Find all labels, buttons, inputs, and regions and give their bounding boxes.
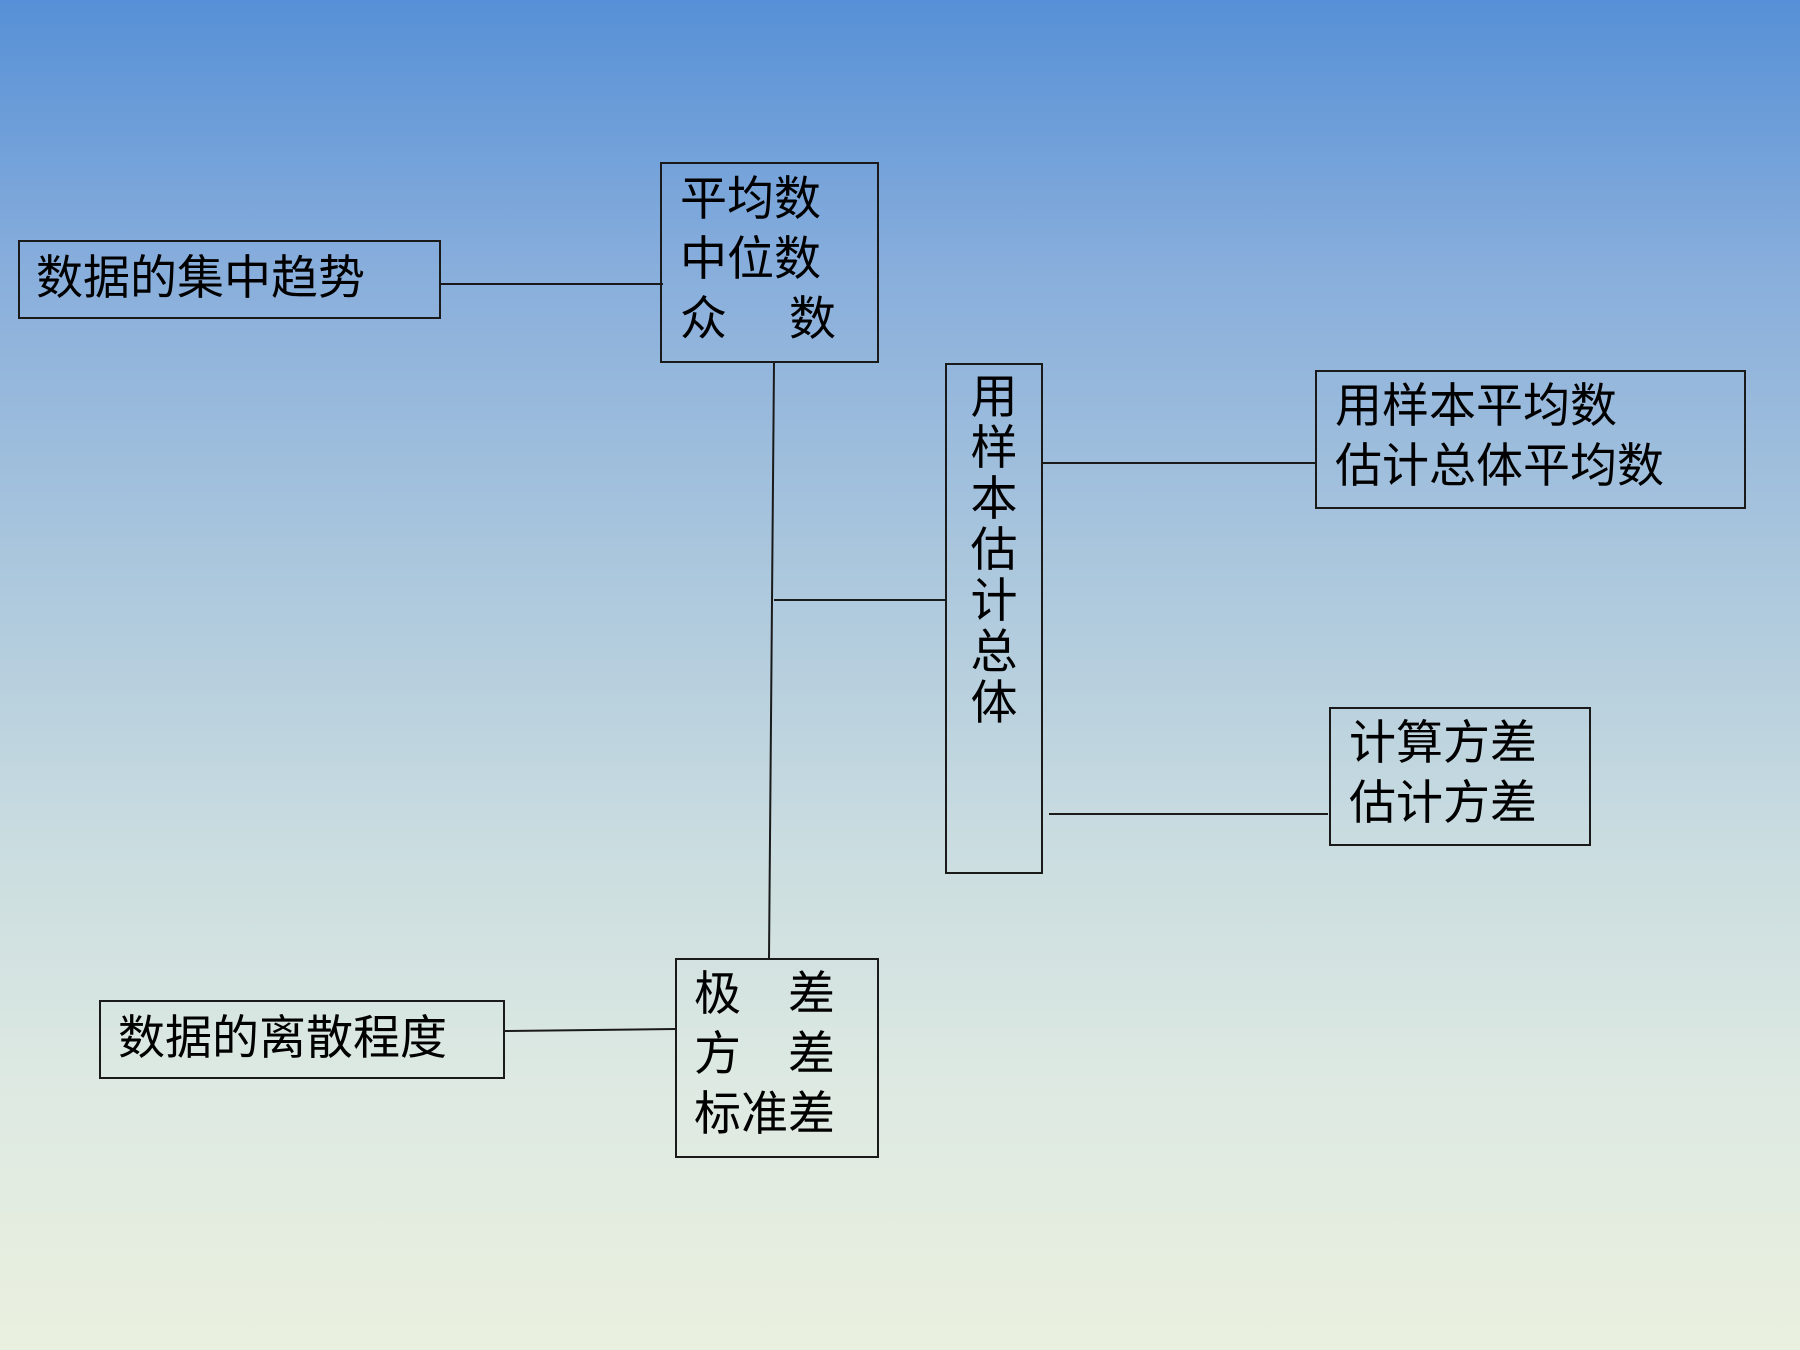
- dispersion-label: 数据的离散程度: [118, 1011, 447, 1066]
- connector-main-trunk: [768, 362, 775, 959]
- connector-dispersion-to-measures: [504, 1028, 676, 1032]
- dispersion-measures-box: [675, 958, 879, 1158]
- dispersion-box: [99, 1000, 505, 1079]
- central-measures-list: 平均数 中位数 众 数: [680, 172, 836, 347]
- central-tendency-label: 数据的集中趋势: [36, 251, 365, 306]
- central-measures-box: [660, 162, 879, 363]
- central-tendency-box: [18, 240, 441, 319]
- sample-estimate-label: 用 样 本 估 计 总 体: [970, 370, 1018, 731]
- variance-estimate-box: [1329, 707, 1591, 846]
- mean-estimate-text: 用样本平均数 估计总体平均数: [1335, 379, 1664, 494]
- variance-estimate-text: 计算方差 估计方差: [1349, 716, 1537, 831]
- mean-estimate-box: [1315, 370, 1746, 509]
- sample-estimate-box: [945, 363, 1043, 874]
- dispersion-measures-list: 极 差 方 差 标准差: [694, 967, 835, 1142]
